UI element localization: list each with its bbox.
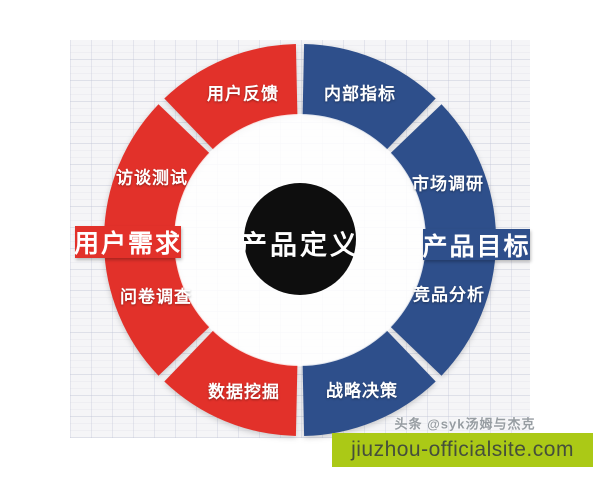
- label-market-research: 市场调研: [412, 174, 484, 194]
- author-watermark: 头条 @syk汤姆与杰克: [394, 416, 536, 432]
- site-banner: jiuzhou-officialsite.com: [332, 433, 593, 467]
- segment-internal-metrics: [302, 44, 436, 150]
- segment-user-feedback: [164, 44, 298, 150]
- segment-interview-testing: [104, 104, 210, 238]
- label-survey: 问卷调查: [120, 287, 192, 307]
- segment-data-mining: [164, 330, 298, 436]
- title-product-goals: 产品目标: [423, 229, 530, 261]
- label-competitor-analysis: 竞品分析: [413, 285, 485, 305]
- segment-competitor-analysis: [390, 242, 496, 376]
- segment-survey: [104, 242, 210, 376]
- label-internal-metrics: 内部指标: [324, 84, 396, 104]
- label-strategic-decision: 战略决策: [326, 381, 398, 401]
- segment-market-research: [390, 104, 496, 238]
- center-label-product-definition: 产品定义: [240, 230, 360, 261]
- label-interview-testing: 访谈测试: [116, 168, 188, 188]
- label-data-mining: 数据挖掘: [208, 382, 280, 402]
- center-black-disc: [244, 183, 356, 295]
- label-user-feedback: 用户反馈: [207, 84, 279, 104]
- segment-strategic-decision: [302, 330, 436, 436]
- title-user-needs: 用户需求: [74, 226, 181, 258]
